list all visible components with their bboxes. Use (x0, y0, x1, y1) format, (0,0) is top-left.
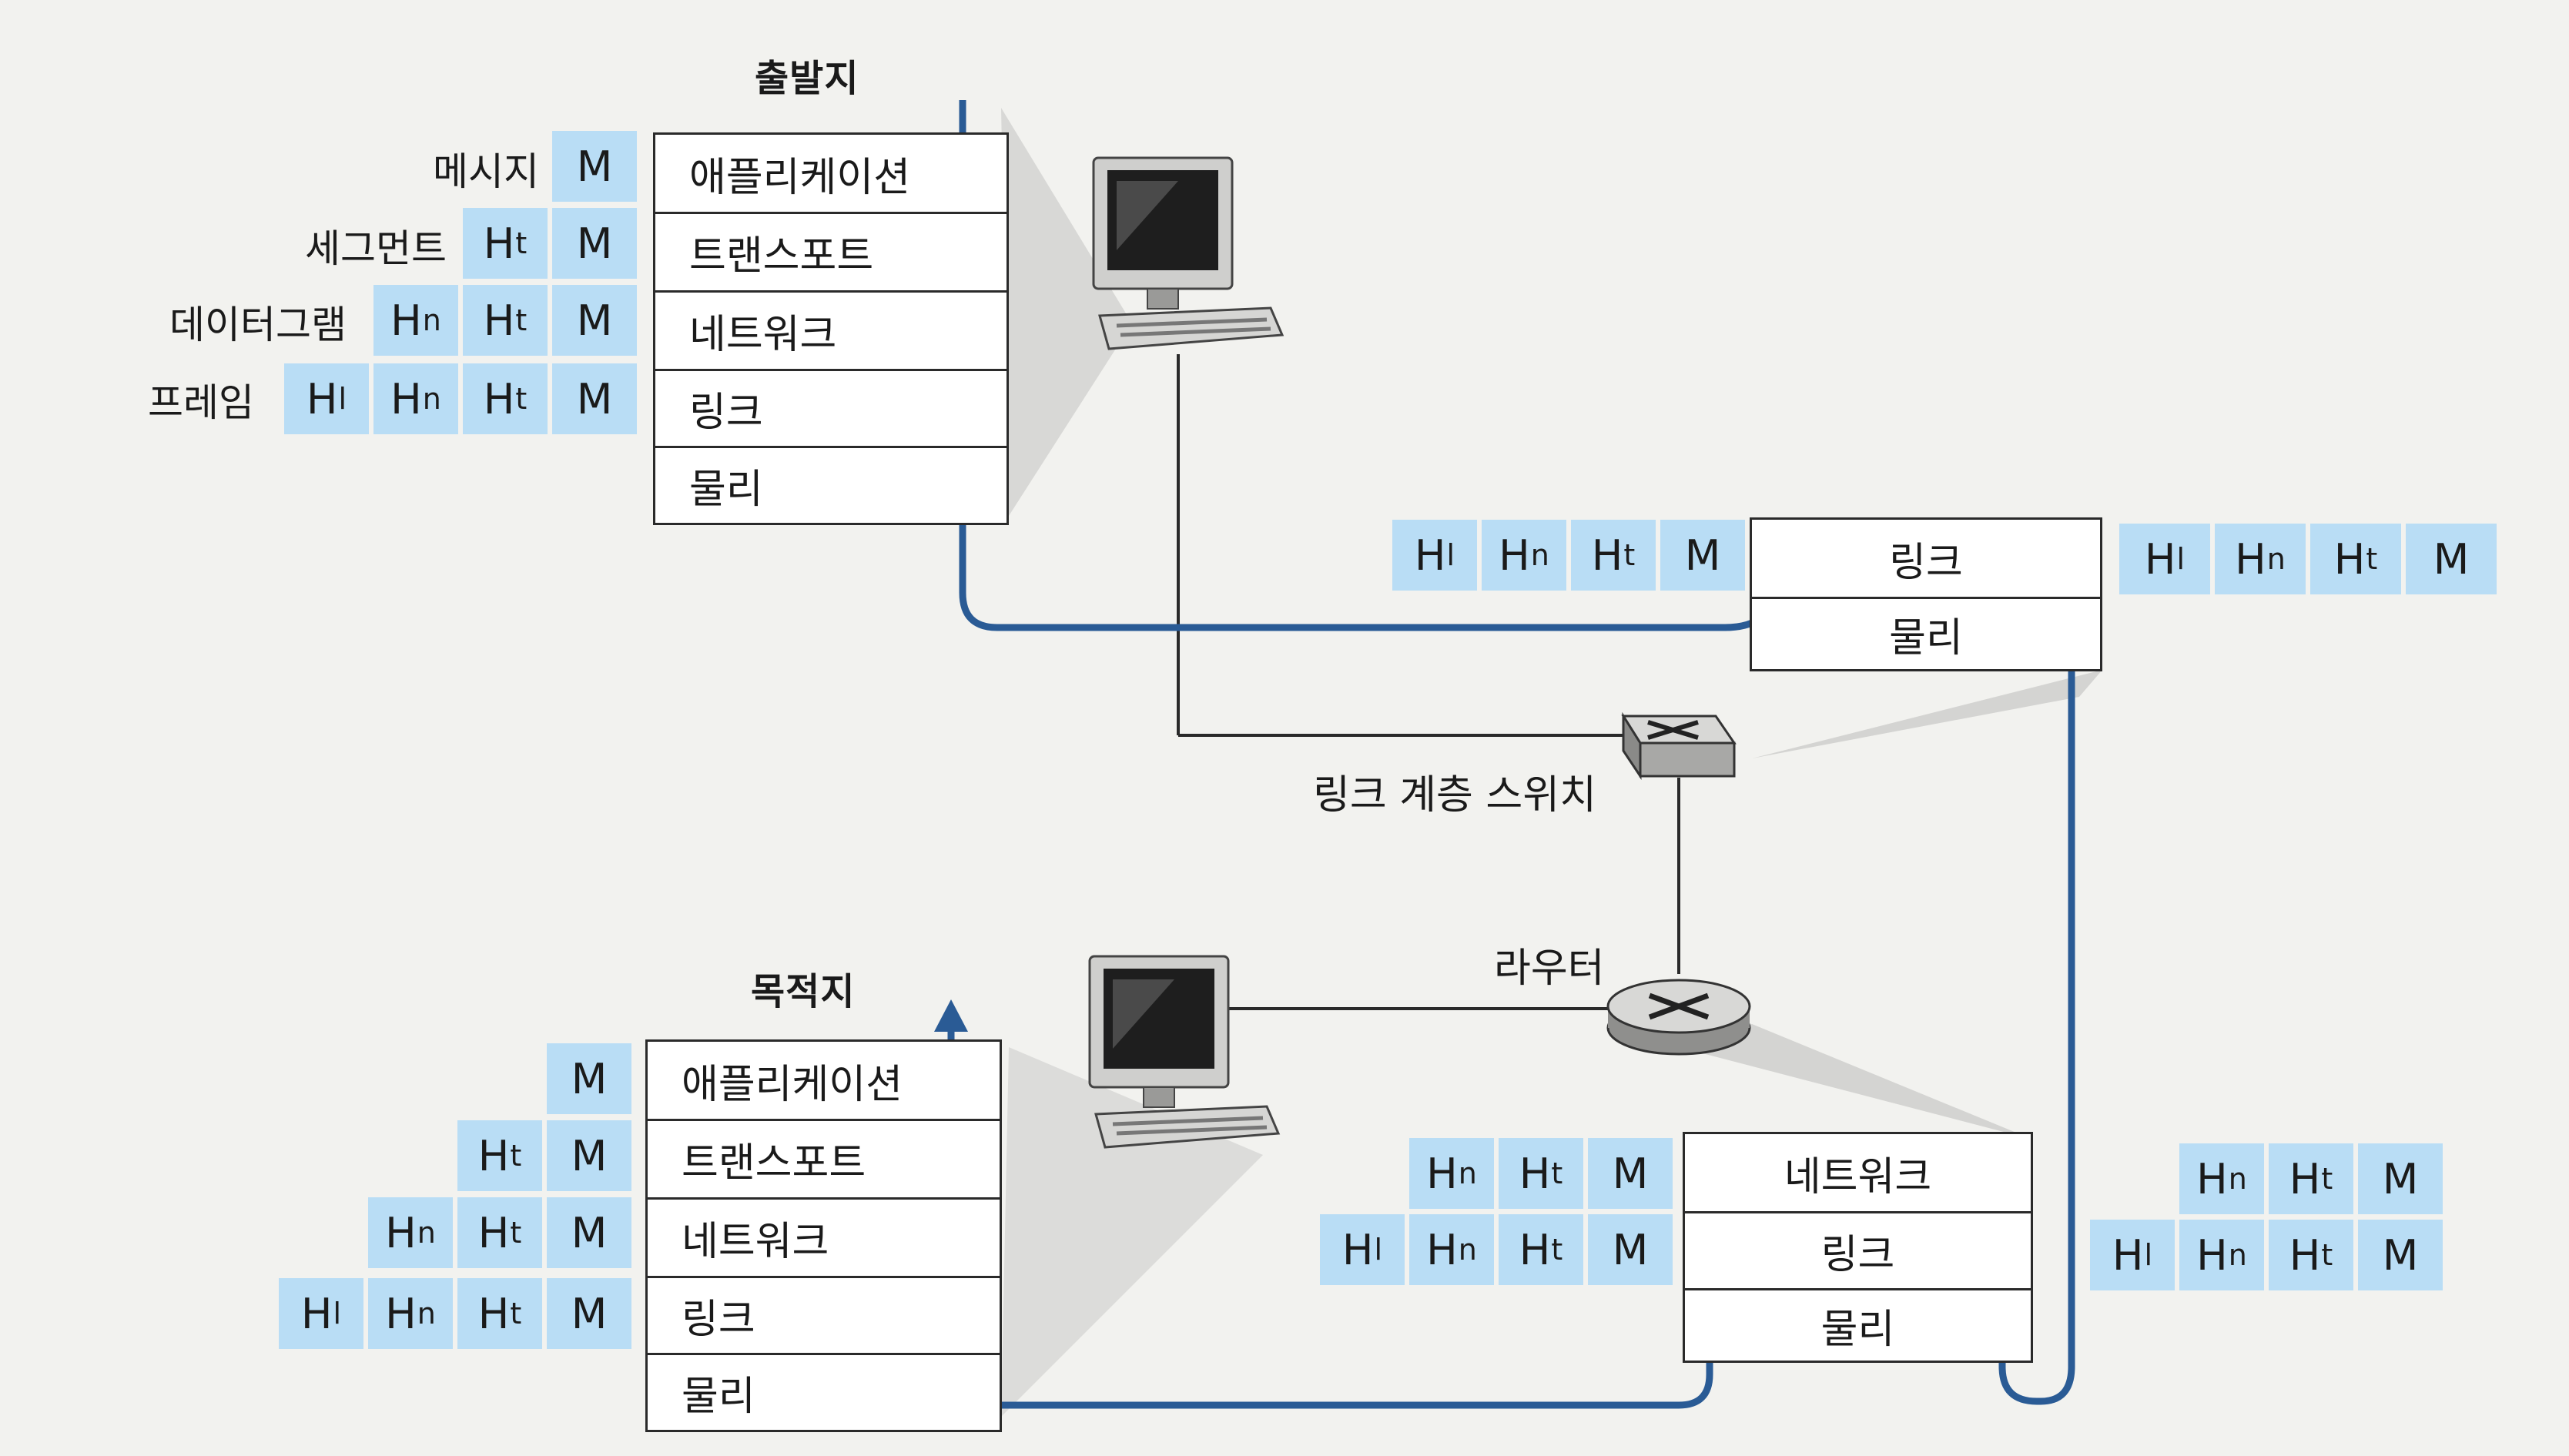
layer-transport: 트랜스포트 (648, 1119, 1000, 1197)
header-m: M (552, 363, 637, 434)
source-protocol-stack: 애플리케이션 트랜스포트 네트워크 링크 물리 (653, 132, 1009, 525)
switch-icon (1621, 711, 1737, 780)
header-m: M (547, 1197, 631, 1268)
computer-icon (1088, 955, 1281, 1149)
layer-link: 링크 (648, 1276, 1000, 1353)
router-shade (1679, 1024, 2033, 1140)
header-m: M (547, 1043, 631, 1114)
layer-network: 네트워크 (655, 290, 1006, 369)
label-frame: 프레임 (148, 380, 254, 425)
router-label: 라우터 (1494, 946, 1605, 992)
dest-protocol-stack: 애플리케이션 트랜스포트 네트워크 링크 물리 (645, 1039, 1002, 1432)
layer-physical: 물리 (648, 1353, 1000, 1430)
layer-physical: 물리 (655, 446, 1006, 523)
source-title: 출발지 (755, 57, 859, 100)
switch-shade (1752, 670, 2102, 758)
label-segment: 세그먼트 (305, 226, 447, 271)
layer-link: 링크 (655, 369, 1006, 446)
layer-application: 애플리케이션 (689, 154, 911, 201)
header-m: M (2358, 1143, 2443, 1214)
header-m: M (2358, 1220, 2443, 1290)
dest-message-row: M (547, 1043, 631, 1114)
header-m: M (1588, 1214, 1673, 1285)
header-m: M (547, 1120, 631, 1191)
source-shade (1001, 108, 1132, 516)
layer-link: 링크 (1685, 1211, 2031, 1288)
layer-link: 링크 (1889, 539, 1963, 586)
layer-physical: 물리 (1752, 597, 2100, 669)
header-m: M (1660, 520, 1745, 591)
header-m: M (547, 1278, 631, 1349)
layer-network: 네트워크 (1784, 1153, 1932, 1200)
dest-title: 목적지 (751, 970, 856, 1013)
header-m: M (1588, 1138, 1673, 1209)
router-protocol-stack: 네트워크 링크 물리 (1683, 1132, 2033, 1363)
source-message-row: M (552, 131, 637, 202)
layer-transport: 트랜스포트 (655, 212, 1006, 290)
switch-label: 링크 계층 스위치 (1313, 772, 1596, 818)
header-m: M (552, 208, 637, 279)
layer-physical: 물리 (1685, 1288, 2031, 1361)
arrow-head (934, 999, 968, 1032)
layer-application: 애플리케이션 (682, 1061, 903, 1108)
label-datagram: 데이터그램 (169, 303, 347, 347)
header-m: M (552, 131, 637, 202)
switch-protocol-stack: 링크 물리 (1750, 517, 2102, 671)
computer-icon (1092, 156, 1284, 350)
router-icon (1606, 979, 1751, 1056)
header-m: M (552, 285, 637, 356)
header-m: M (2406, 524, 2497, 594)
layer-network: 네트워크 (648, 1197, 1000, 1276)
label-message: 메시지 (433, 149, 539, 194)
